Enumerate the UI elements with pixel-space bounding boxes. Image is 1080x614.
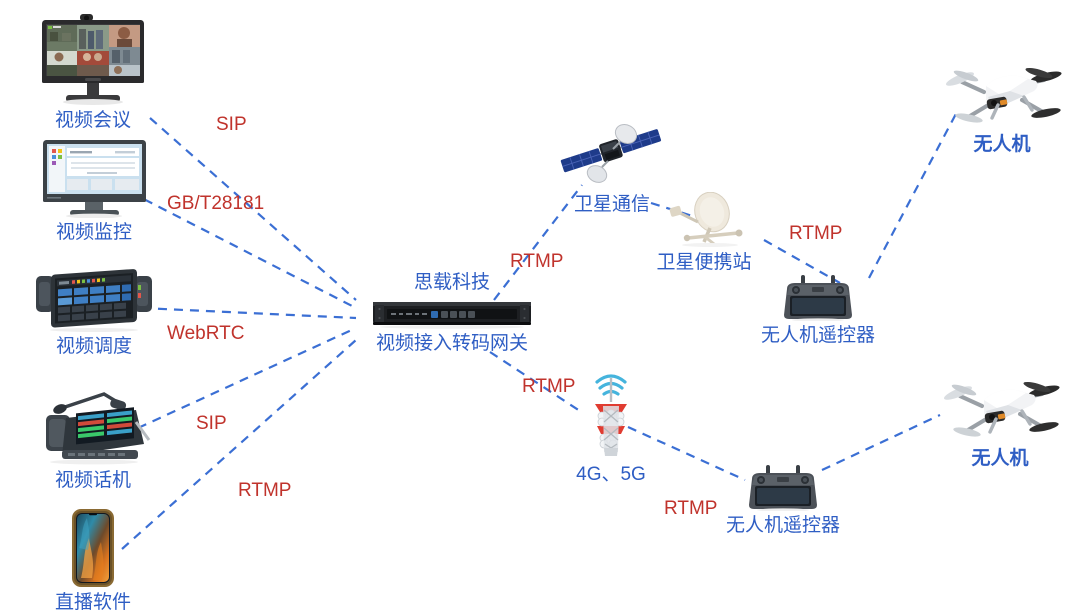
node-label-video-phone: 视频话机	[54, 470, 131, 491]
edge-label-rtmp-tower: RTMP	[522, 376, 576, 397]
node-drone-2[interactable]: 无人机	[930, 366, 1070, 470]
node-video-phone[interactable]: 视频话机	[28, 378, 158, 492]
cell-tower-icon	[595, 374, 627, 456]
edge-label-gbt28181: GB/T28181	[167, 193, 265, 214]
node-label-drone-controller-2: 无人机遥控器	[725, 515, 840, 536]
node-label-drone-2: 无人机	[971, 448, 1029, 469]
node-label-video-dispatch: 视频调度	[55, 336, 132, 357]
edge-label-rtmp-live: RTMP	[238, 480, 292, 501]
node-gateway[interactable]: 思载科技	[352, 272, 552, 355]
dispatch-console-icon	[36, 269, 152, 332]
node-video-conference[interactable]: 视频会议	[28, 14, 158, 132]
edge-label-rtmp-satellite: RTMP	[510, 251, 564, 272]
edge-label-rtmp-station: RTMP	[789, 223, 843, 244]
node-label-cell-tower: 4G、5G	[576, 464, 646, 485]
satellite-dish-icon	[669, 192, 743, 247]
node-label-live-software: 直播软件	[54, 592, 131, 613]
node-video-surveillance[interactable]: 视频监控	[32, 140, 156, 244]
node-label-gateway-brand: 思载科技	[413, 272, 490, 293]
drone-remote-controller-icon	[784, 275, 852, 321]
video-desk-phone-icon	[46, 392, 151, 465]
edge-label-sip-conference: SIP	[216, 114, 247, 135]
drone-icon	[944, 381, 1060, 437]
node-satellite-station[interactable]: 卫星便携站	[643, 192, 765, 274]
node-label-video-conference: 视频会议	[54, 110, 131, 131]
node-cell-tower[interactable]: 4G、5G	[556, 360, 666, 486]
node-satellite[interactable]: 卫星通信	[552, 118, 672, 216]
drone-icon	[946, 67, 1062, 123]
node-label-satellite-station: 卫星便携站	[656, 252, 752, 273]
node-label-drone-controller-1: 无人机遥控器	[760, 325, 875, 346]
video-conference-monitor-icon	[42, 14, 144, 105]
node-label-gateway-name: 视频接入转码网关	[375, 332, 528, 354]
edge-drone-controller-2-drone-2	[821, 414, 941, 471]
node-label-video-surveillance: 视频监控	[55, 222, 132, 243]
node-live-software[interactable]: 直播软件	[48, 508, 138, 614]
edge-video-dispatch-gateway	[141, 306, 357, 320]
edge-label-webrtc: WebRTC	[167, 323, 245, 344]
drone-remote-controller-icon	[749, 465, 817, 511]
edge-label-sip-phone: SIP	[196, 413, 227, 434]
desktop-monitor-icon	[42, 140, 146, 218]
satellite-icon	[560, 124, 662, 183]
node-video-dispatch[interactable]: 视频调度	[30, 262, 158, 358]
rack-server-icon	[373, 301, 531, 329]
node-drone-1[interactable]: 无人机	[932, 52, 1072, 156]
node-label-satellite: 卫星通信	[573, 194, 650, 215]
node-label-drone-1: 无人机	[973, 134, 1031, 155]
rugged-smartphone-icon	[72, 509, 114, 587]
node-drone-controller-2[interactable]: 无人机遥控器	[713, 465, 853, 537]
edge-label-rtmp-controller: RTMP	[664, 498, 718, 519]
node-drone-controller-1[interactable]: 无人机遥控器	[748, 275, 888, 347]
